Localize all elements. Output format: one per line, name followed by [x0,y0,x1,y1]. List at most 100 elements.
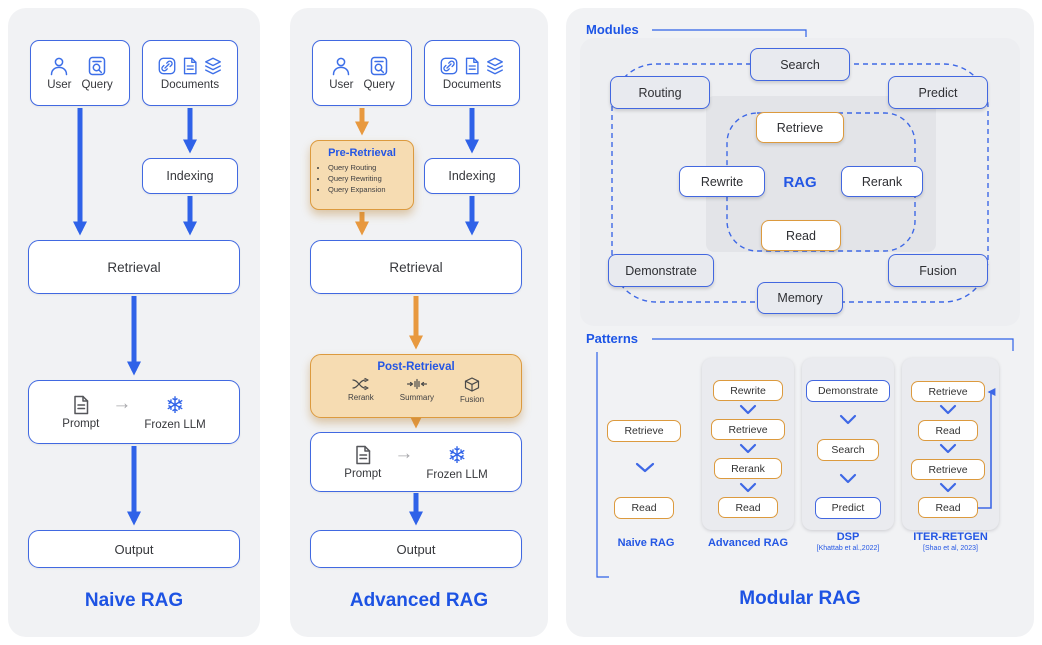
pattern-step: Demonstrate [806,380,890,402]
module-rerank: Rerank [841,166,923,197]
rag-center-label: RAG [783,173,817,191]
pattern-step-label: Rewrite [730,384,766,397]
pattern-step: Predict [815,497,881,519]
pattern-step: Read [718,497,778,518]
chevron-down-icon [635,462,655,473]
frozen-llm-item: ❄ Frozen LLM [144,393,205,431]
iter-retgen-loop-arrow [978,388,996,509]
advanced-output-box: Output [310,530,522,568]
summary-icon [406,378,427,390]
naive-output-box: Output [28,530,240,568]
prompt-to-llm-arrow-icon: → [112,393,132,414]
prompt-to-llm-arrow-icon: → [394,443,414,464]
retrieval-label: Retrieval [389,259,443,275]
output-label: Output [114,541,154,557]
naive-rag-title: Naive RAG [84,590,184,611]
pattern-step-label: Rerank [731,462,765,475]
pattern-step-label: Retrieve [928,385,968,398]
layers-icon [205,57,221,74]
frozen-llm-label: Frozen LLM [426,469,488,481]
module-routing: Routing [610,76,710,109]
module-label: Search [780,57,820,72]
user-item: User [47,55,71,91]
naive-documents-box: Documents [142,40,238,106]
module-predict: Predict [888,76,988,109]
fusion-label: Fusion [460,395,485,404]
post-retrieval-title: Post-Retrieval [377,361,455,373]
chevron-down-icon [939,443,957,454]
advanced-user-query-box: User Query [312,40,412,106]
pre-retrieval-box: Pre-Retrieval Query Routing Query Rewrit… [310,140,414,210]
link-icon [440,57,458,74]
user-item: User [329,55,353,91]
modules-bracket-line [652,29,807,37]
pattern-step: Rerank [714,458,782,479]
snowflake-icon: ❄ [447,442,467,468]
pre-retrieval-title: Pre-Retrieval [328,147,396,159]
document-icon [183,57,197,74]
pattern-step: Retrieve [911,381,985,402]
summary-label: Summary [399,393,434,402]
advanced-indexing-box: Indexing [424,158,520,194]
naive-flow-arrows [72,108,197,526]
pattern-step-label: Read [935,424,961,437]
documents-icons [439,56,505,76]
prompt-label: Prompt [344,468,382,480]
indexing-label: Indexing [166,169,214,183]
pattern-name-iter-retgen: ITER-RETGEN [913,531,988,543]
fusion-item: Fusion [460,377,484,404]
query-item: Query [363,55,395,91]
module-rewrite: Rewrite [679,166,765,197]
patterns-bracket-line-left [596,352,609,578]
pattern-step: Retrieve [607,420,681,442]
pattern-step-label: Demonstrate [817,385,879,397]
module-label: Retrieve [776,120,824,135]
module-label: Read [786,228,816,243]
query-label: Query [363,79,395,91]
naive-user-query-box: User Query [30,40,130,106]
output-label: Output [396,541,436,557]
naive-retrieval-box: Retrieval [28,240,240,294]
pattern-name-advanced: Advanced RAG [707,537,789,549]
module-read: Read [761,220,841,251]
documents-icons [157,56,223,76]
chevron-down-icon [839,473,857,484]
patterns-bracket-line-top [652,338,1014,351]
advanced-rag-title: Advanced RAG [349,590,489,611]
advanced-retrieval-box: Retrieval [310,240,522,294]
pattern-name-naive: Naive RAG [617,537,675,549]
prompt-item: Prompt [62,394,99,430]
prompt-item: Prompt [344,444,381,480]
cube-icon [464,377,480,392]
pre-retrieval-item: Query Expansion [328,184,413,195]
module-label: Demonstrate [625,263,697,278]
pre-retrieval-list: Query Routing Query Rewriting Query Expa… [311,162,413,195]
naive-prompt-llm-box: Prompt → ❄ Frozen LLM [28,380,240,444]
pattern-step: Read [918,497,978,518]
link-icon [158,57,176,74]
pattern-step-label: Read [631,502,657,514]
chevron-down-icon [839,414,857,425]
section-bracket-lines [596,29,1014,578]
documents-label: Documents [160,78,220,91]
pattern-step: Retrieve [711,419,785,440]
pattern-chevrons [635,404,957,493]
user-label: User [329,79,354,91]
shuffle-icon [352,377,369,391]
post-retrieval-box: Post-Retrieval Rerank Summary [310,354,522,418]
user-label: User [47,79,72,91]
chevron-down-icon [739,482,757,493]
modules-section-label: Modules [586,22,639,37]
advanced-prompt-llm-box: Prompt → ❄ Frozen LLM [310,432,522,492]
prompt-document-icon [356,445,371,465]
pre-retrieval-item: Query Rewriting [328,173,413,184]
frozen-llm-label: Frozen LLM [144,419,206,431]
pattern-step: Read [614,497,674,519]
module-label: Rerank [861,174,903,189]
module-label: Rewrite [700,174,744,189]
module-label: Predict [918,85,958,100]
patterns-section-label: Patterns [586,331,639,346]
pattern-step: Read [918,420,978,441]
pattern-step-label: Search [831,444,865,456]
